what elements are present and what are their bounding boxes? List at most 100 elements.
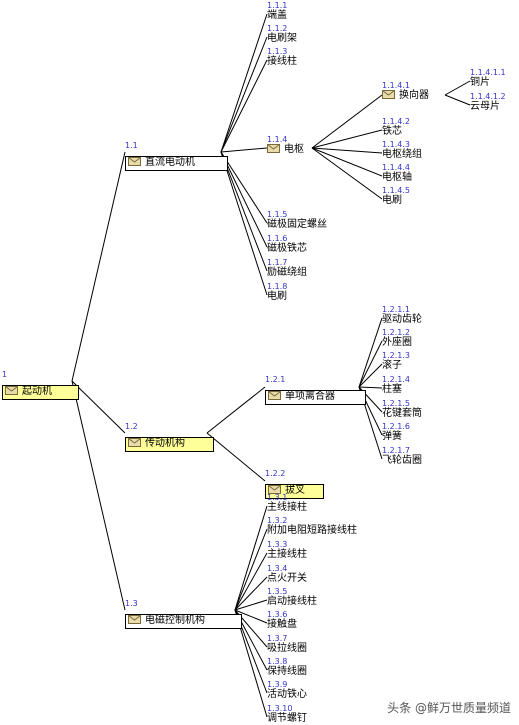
connector-line: [311, 147, 383, 200]
watermark: 头条 @鲜万世质量频道: [387, 701, 511, 715]
connector-line: [220, 151, 268, 296]
node-code: 1.2.2: [265, 469, 286, 478]
node-label: 花键套筒: [382, 408, 422, 419]
node-label: 磁极铁芯: [267, 243, 307, 254]
node-code: 1.1.6: [267, 234, 288, 243]
node-label: 启动接线柱: [267, 596, 317, 607]
node-label: 直流电动机: [145, 157, 195, 168]
node-label: 电枢: [284, 144, 304, 155]
node-code: 1.1.4.2: [382, 117, 410, 126]
node-code: 1.2.1.2: [382, 328, 410, 337]
connector-line: [311, 147, 383, 154]
connector-line: [71, 380, 126, 611]
node-label: 接触盘: [267, 619, 297, 630]
node-code: 1.3.2: [267, 516, 288, 525]
connector-line: [206, 432, 266, 482]
node-code: 1.2.1.4: [382, 375, 410, 384]
connector-line: [358, 386, 383, 389]
node-code: 1.1.4.1: [382, 81, 410, 90]
node-code: 1.1.4.1.1: [470, 68, 506, 77]
connector-line: [311, 129, 383, 149]
node-code: 1.3.1: [267, 493, 288, 502]
node-code: 1.1.1: [267, 1, 288, 10]
node-code: 1.3.3: [267, 540, 288, 549]
node-code: 1.1.4.3: [382, 140, 410, 149]
envelope-icon: [268, 391, 281, 400]
connector-line: [220, 151, 268, 224]
node-label: 活动铁心: [267, 689, 307, 700]
envelope-icon: [128, 157, 141, 166]
node-label: 电刷: [382, 195, 402, 206]
node-label: 吸拉线圈: [267, 643, 307, 654]
node-code: 1.2: [125, 422, 138, 431]
node-code: 1.1.4.1.2: [470, 92, 506, 101]
node-label: 点火开关: [267, 573, 307, 584]
node-code: 1.3.8: [267, 657, 288, 666]
node-code: 1: [2, 370, 8, 379]
node-label: 接线柱: [267, 56, 297, 67]
node-code: 1.3.7: [267, 634, 288, 643]
connector-line: [234, 576, 268, 611]
node-label: 主线接柱: [267, 502, 307, 513]
node-code: 1.1.4.4: [382, 163, 410, 172]
connector-line: [234, 552, 268, 611]
node-code: 1.1.3: [267, 47, 288, 56]
connector-line: [220, 36, 268, 153]
node-code: 1.1.4.5: [382, 186, 410, 195]
node-code: 1.1.8: [267, 282, 288, 291]
node-code: 1.2.1.3: [382, 351, 410, 360]
node-code: 1.1.7: [267, 258, 288, 267]
connector-line: [358, 363, 383, 388]
node-code: 1.2.1: [265, 375, 286, 384]
node-label: 飞轮齿圈: [382, 455, 422, 466]
envelope-icon: [128, 615, 141, 624]
connector-line: [71, 380, 126, 434]
node-code: 1.3.4: [267, 564, 288, 573]
connector-line: [71, 151, 126, 382]
connector-line: [234, 505, 268, 611]
envelope-icon: [128, 438, 141, 447]
connector-line: [234, 528, 268, 611]
node-code: 1.2.1.1: [382, 305, 410, 314]
node-code: 1.2.1.5: [382, 399, 410, 408]
envelope-icon: [267, 144, 280, 153]
